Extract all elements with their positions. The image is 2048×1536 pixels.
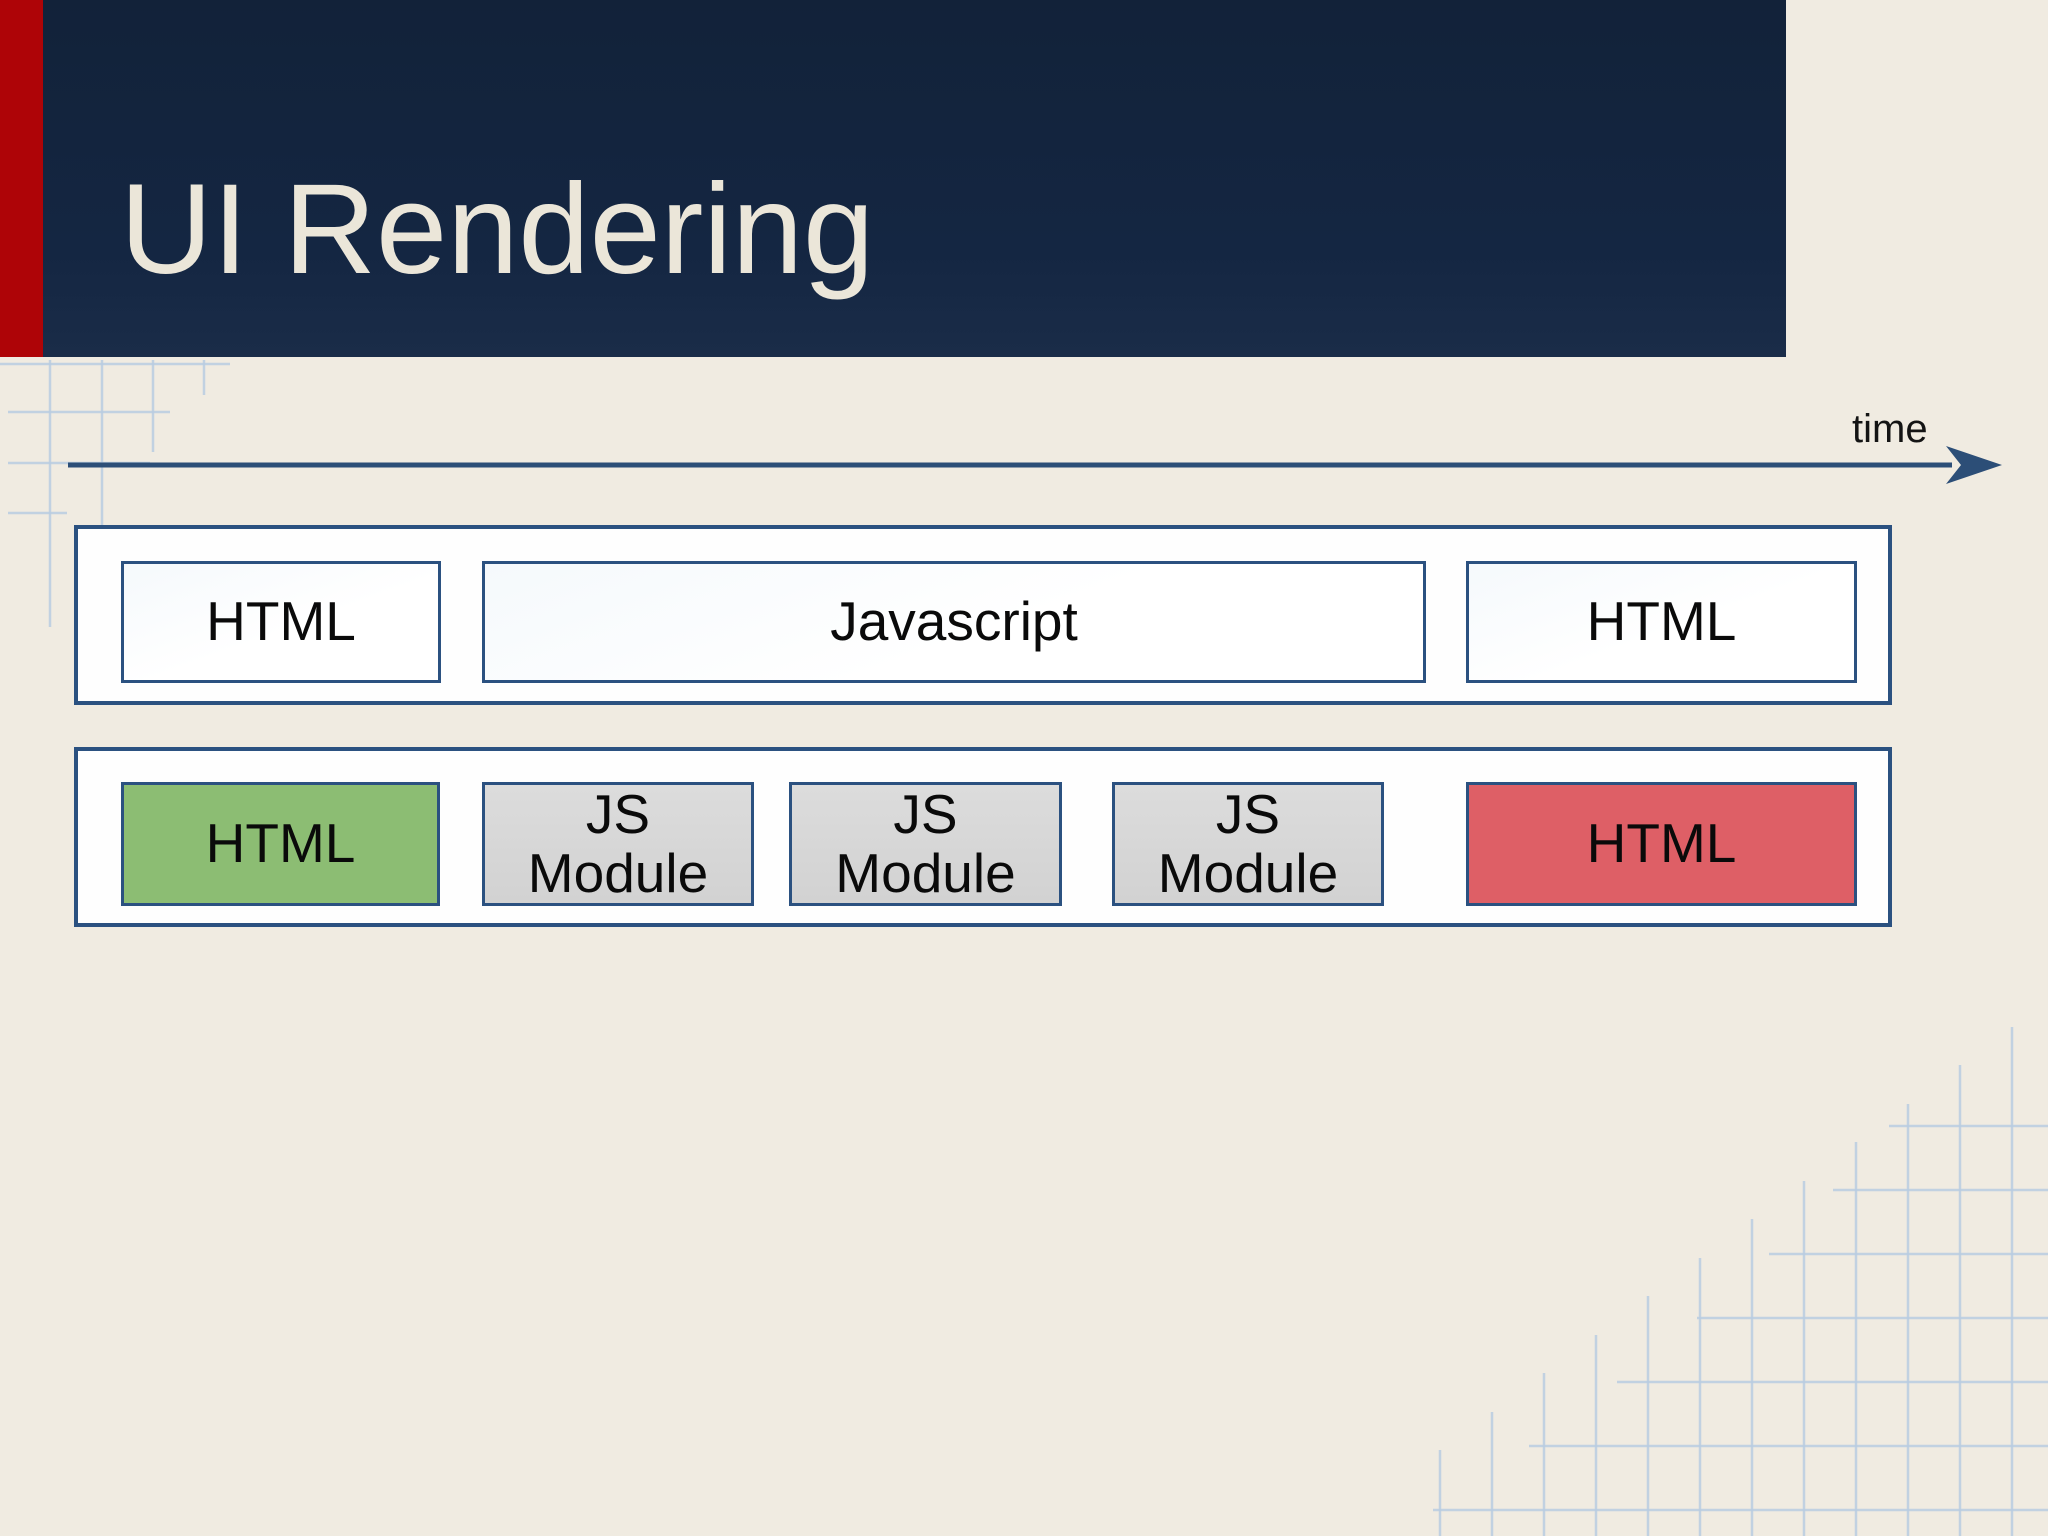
block-label: HTML — [1586, 590, 1737, 653]
block-label: Javascript — [830, 590, 1078, 653]
block-js-module-3: JS Module — [1112, 782, 1384, 906]
block-js-module-1: JS Module — [482, 782, 754, 906]
sketch-grid-bottom-right — [1433, 1027, 2048, 1536]
block-label: JS Module — [835, 782, 1016, 904]
block-html-green: HTML — [121, 782, 440, 906]
block-label: HTML — [1586, 812, 1737, 875]
render-row-modular: HTML JS Module JS Module JS Module HTML — [74, 747, 1892, 927]
block-js-module-2: JS Module — [789, 782, 1062, 906]
slide-title: UI Rendering — [120, 158, 875, 301]
block-javascript: Javascript — [482, 561, 1426, 683]
block-label: JS Module — [1157, 782, 1339, 904]
render-row-monolithic: HTML Javascript HTML — [74, 525, 1892, 705]
timeline-arrow-icon — [68, 446, 2002, 484]
block-html-first: HTML — [121, 561, 441, 683]
block-label: HTML — [205, 812, 356, 875]
block-label: HTML — [206, 590, 356, 653]
red-accent-bar — [0, 0, 43, 357]
block-html-red: HTML — [1466, 782, 1857, 906]
block-html-second: HTML — [1466, 561, 1857, 683]
title-bar: UI Rendering — [0, 0, 1786, 357]
block-label: JS Module — [527, 782, 709, 904]
timeline-label: time — [1852, 407, 1928, 451]
